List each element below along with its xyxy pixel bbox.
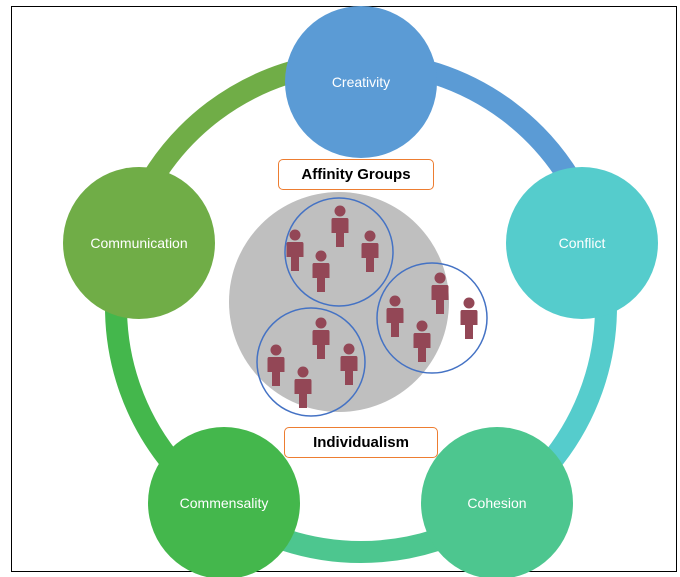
affinity-groups	[256, 197, 488, 417]
node-circle-conflict	[506, 167, 658, 319]
affinity-group-3	[256, 307, 366, 417]
person-icon	[460, 297, 478, 339]
node-circle-communication	[63, 167, 215, 319]
affinity-group-ring	[256, 307, 366, 417]
affinity-group-ring	[284, 197, 394, 307]
individualism-tag: Individualism	[284, 427, 438, 458]
affinity-group-2	[376, 262, 488, 374]
node-circle-commensality	[148, 427, 300, 577]
affinity-group-1	[284, 197, 394, 307]
node-circle-creativity	[285, 6, 437, 158]
node-label-cohesion: Cohesion	[467, 495, 527, 511]
cycle-nodes	[63, 6, 658, 577]
node-label-conflict: Conflict	[558, 235, 606, 251]
node-label-creativity: Creativity	[331, 74, 391, 90]
affinity-groups-tag: Affinity Groups	[278, 159, 434, 190]
node-label-commensality: Commensality	[179, 495, 269, 511]
affinity-group-ring	[376, 262, 488, 374]
node-circle-cohesion	[421, 427, 573, 577]
diagram-frame	[11, 6, 677, 572]
node-label-communication: Communication	[90, 235, 188, 251]
